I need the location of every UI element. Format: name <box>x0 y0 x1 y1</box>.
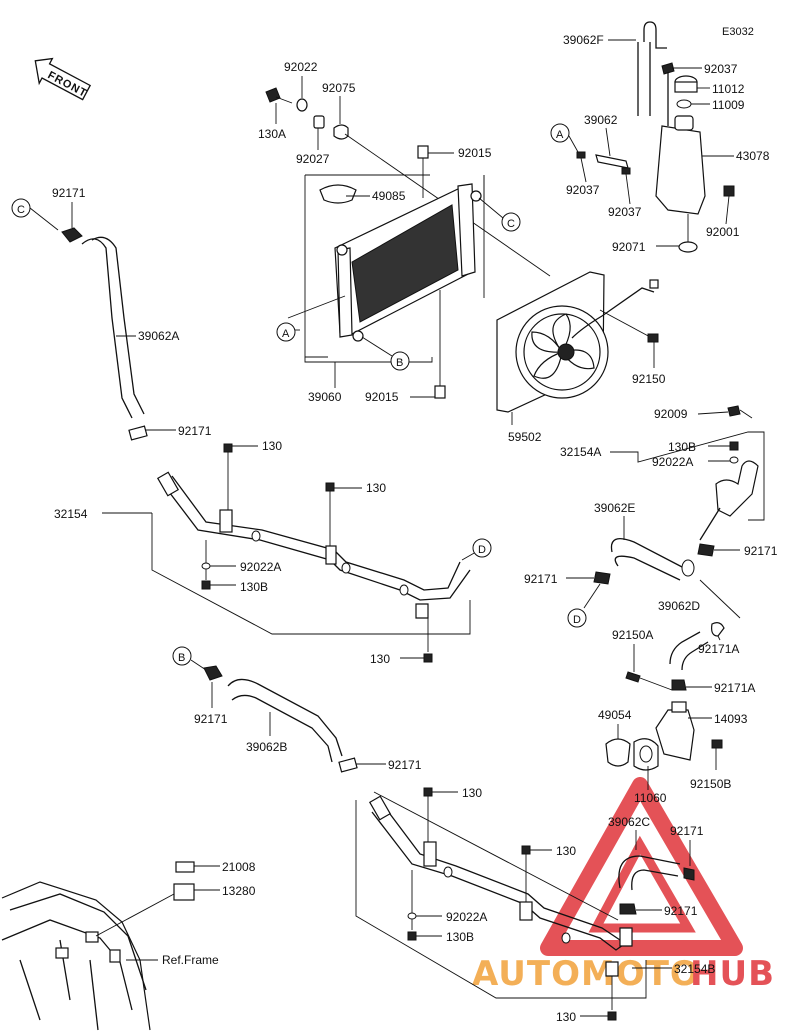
diagram-code: E3032 <box>722 26 754 38</box>
watermark-logo: AUTOMOTO HUB <box>472 777 775 994</box>
part-label-92171A-left: 92171A <box>714 681 755 695</box>
part-label-92171-lower-left: 92171 <box>194 712 228 726</box>
callout-A-tank: A <box>556 129 564 141</box>
part-label-92171-right-left: 92171 <box>524 572 558 586</box>
part-label-92027: 92027 <box>296 152 330 166</box>
part-label-32154A: 32154A <box>560 445 601 459</box>
part-label-92171-right-upper: 92171 <box>744 544 778 558</box>
part-label-39062E: 39062E <box>594 501 635 515</box>
callout-B-radiator: B <box>396 357 403 369</box>
watermark-text-b: HUB <box>690 954 775 994</box>
part-label-130B-lower: 130B <box>446 930 474 944</box>
radiator-assembly <box>304 174 485 358</box>
part-label-39062B: 39062B <box>246 740 287 754</box>
part-label-32154B: 32154B <box>674 962 715 976</box>
part-label-92015-top: 92015 <box>458 146 492 160</box>
part-label-130-b: 130 <box>366 481 386 495</box>
part-label-92022: 92022 <box>284 60 318 74</box>
part-label-92015-bottom: 92015 <box>365 390 399 404</box>
callout-A-radiator: A <box>282 328 290 340</box>
front-arrow-icon: FRONT <box>34 57 92 101</box>
part-label-39062C: 39062C <box>608 815 650 829</box>
part-label-130A: 130A <box>258 127 286 141</box>
part-label-14093: 14093 <box>714 712 748 726</box>
part-label-92171A-right: 92171A <box>698 642 739 656</box>
bolt-130a-group <box>265 87 551 277</box>
part-label-92037-left: 92037 <box>566 183 600 197</box>
part-label-92022A-right: 92022A <box>652 455 693 469</box>
callout-C-left: C <box>17 204 25 216</box>
part-label-92071: 92071 <box>612 240 646 254</box>
part-label-39062A: 39062A <box>138 329 179 343</box>
part-label-39062F: 39062F <box>563 33 604 47</box>
ref-frame-label: Ref.Frame <box>162 953 219 967</box>
part-label-92037-top: 92037 <box>704 62 738 76</box>
callout-D-pipe: D <box>478 544 486 556</box>
watermark-text-a: AUTOMOTO <box>472 954 700 994</box>
callout-C-radiator: C <box>507 218 515 230</box>
part-label-92075: 92075 <box>322 81 356 95</box>
pipe-32154 <box>156 471 471 619</box>
part-label-92150A: 92150A <box>612 628 653 642</box>
part-label-130B-left: 130B <box>240 580 268 594</box>
part-label-43078: 43078 <box>736 149 770 163</box>
part-label-92022A-left: 92022A <box>240 560 281 574</box>
part-label-13280: 13280 <box>222 884 256 898</box>
part-label-49085: 49085 <box>372 189 406 203</box>
part-label-39062: 39062 <box>584 113 618 127</box>
part-label-59502: 59502 <box>508 430 542 444</box>
part-label-11012: 11012 <box>712 82 745 96</box>
part-label-130B-right: 130B <box>668 440 696 454</box>
part-label-92150: 92150 <box>632 372 666 386</box>
part-label-130-d: 130 <box>462 786 482 800</box>
callout-B-lower: B <box>178 652 185 664</box>
part-label-130-e: 130 <box>556 844 576 858</box>
part-label-92171-c-upper: 92171 <box>670 824 704 838</box>
part-label-92171-top-left: 92171 <box>52 186 86 200</box>
callout-D-right: D <box>573 614 581 626</box>
part-label-92171-lower-mid: 92171 <box>388 758 422 772</box>
part-label-130-a: 130 <box>262 439 282 453</box>
frame-reference <box>1 881 151 1031</box>
part-label-92037-right: 92037 <box>608 205 642 219</box>
part-label-39060: 39060 <box>308 390 342 404</box>
part-label-130-c: 130 <box>370 652 390 666</box>
part-label-92171-c-lower: 92171 <box>664 904 698 918</box>
part-label-39062D: 39062D <box>658 599 700 613</box>
part-label-92022A-lower: 92022A <box>446 910 487 924</box>
pipe-32154B <box>368 795 633 977</box>
part-label-92150B: 92150B <box>690 777 731 791</box>
reservoir-tank <box>576 21 735 253</box>
part-label-92009: 92009 <box>654 407 688 421</box>
part-label-92001: 92001 <box>706 225 740 239</box>
part-label-21008: 21008 <box>222 860 256 874</box>
part-label-11009: 11009 <box>712 98 745 112</box>
part-label-49054: 49054 <box>598 708 632 722</box>
part-label-92171-mid-left: 92171 <box>178 424 212 438</box>
part-label-130-f: 130 <box>556 1010 576 1024</box>
part-label-32154: 32154 <box>54 507 88 521</box>
fan-shroud <box>496 271 659 413</box>
part-label-11060: 11060 <box>634 791 667 805</box>
